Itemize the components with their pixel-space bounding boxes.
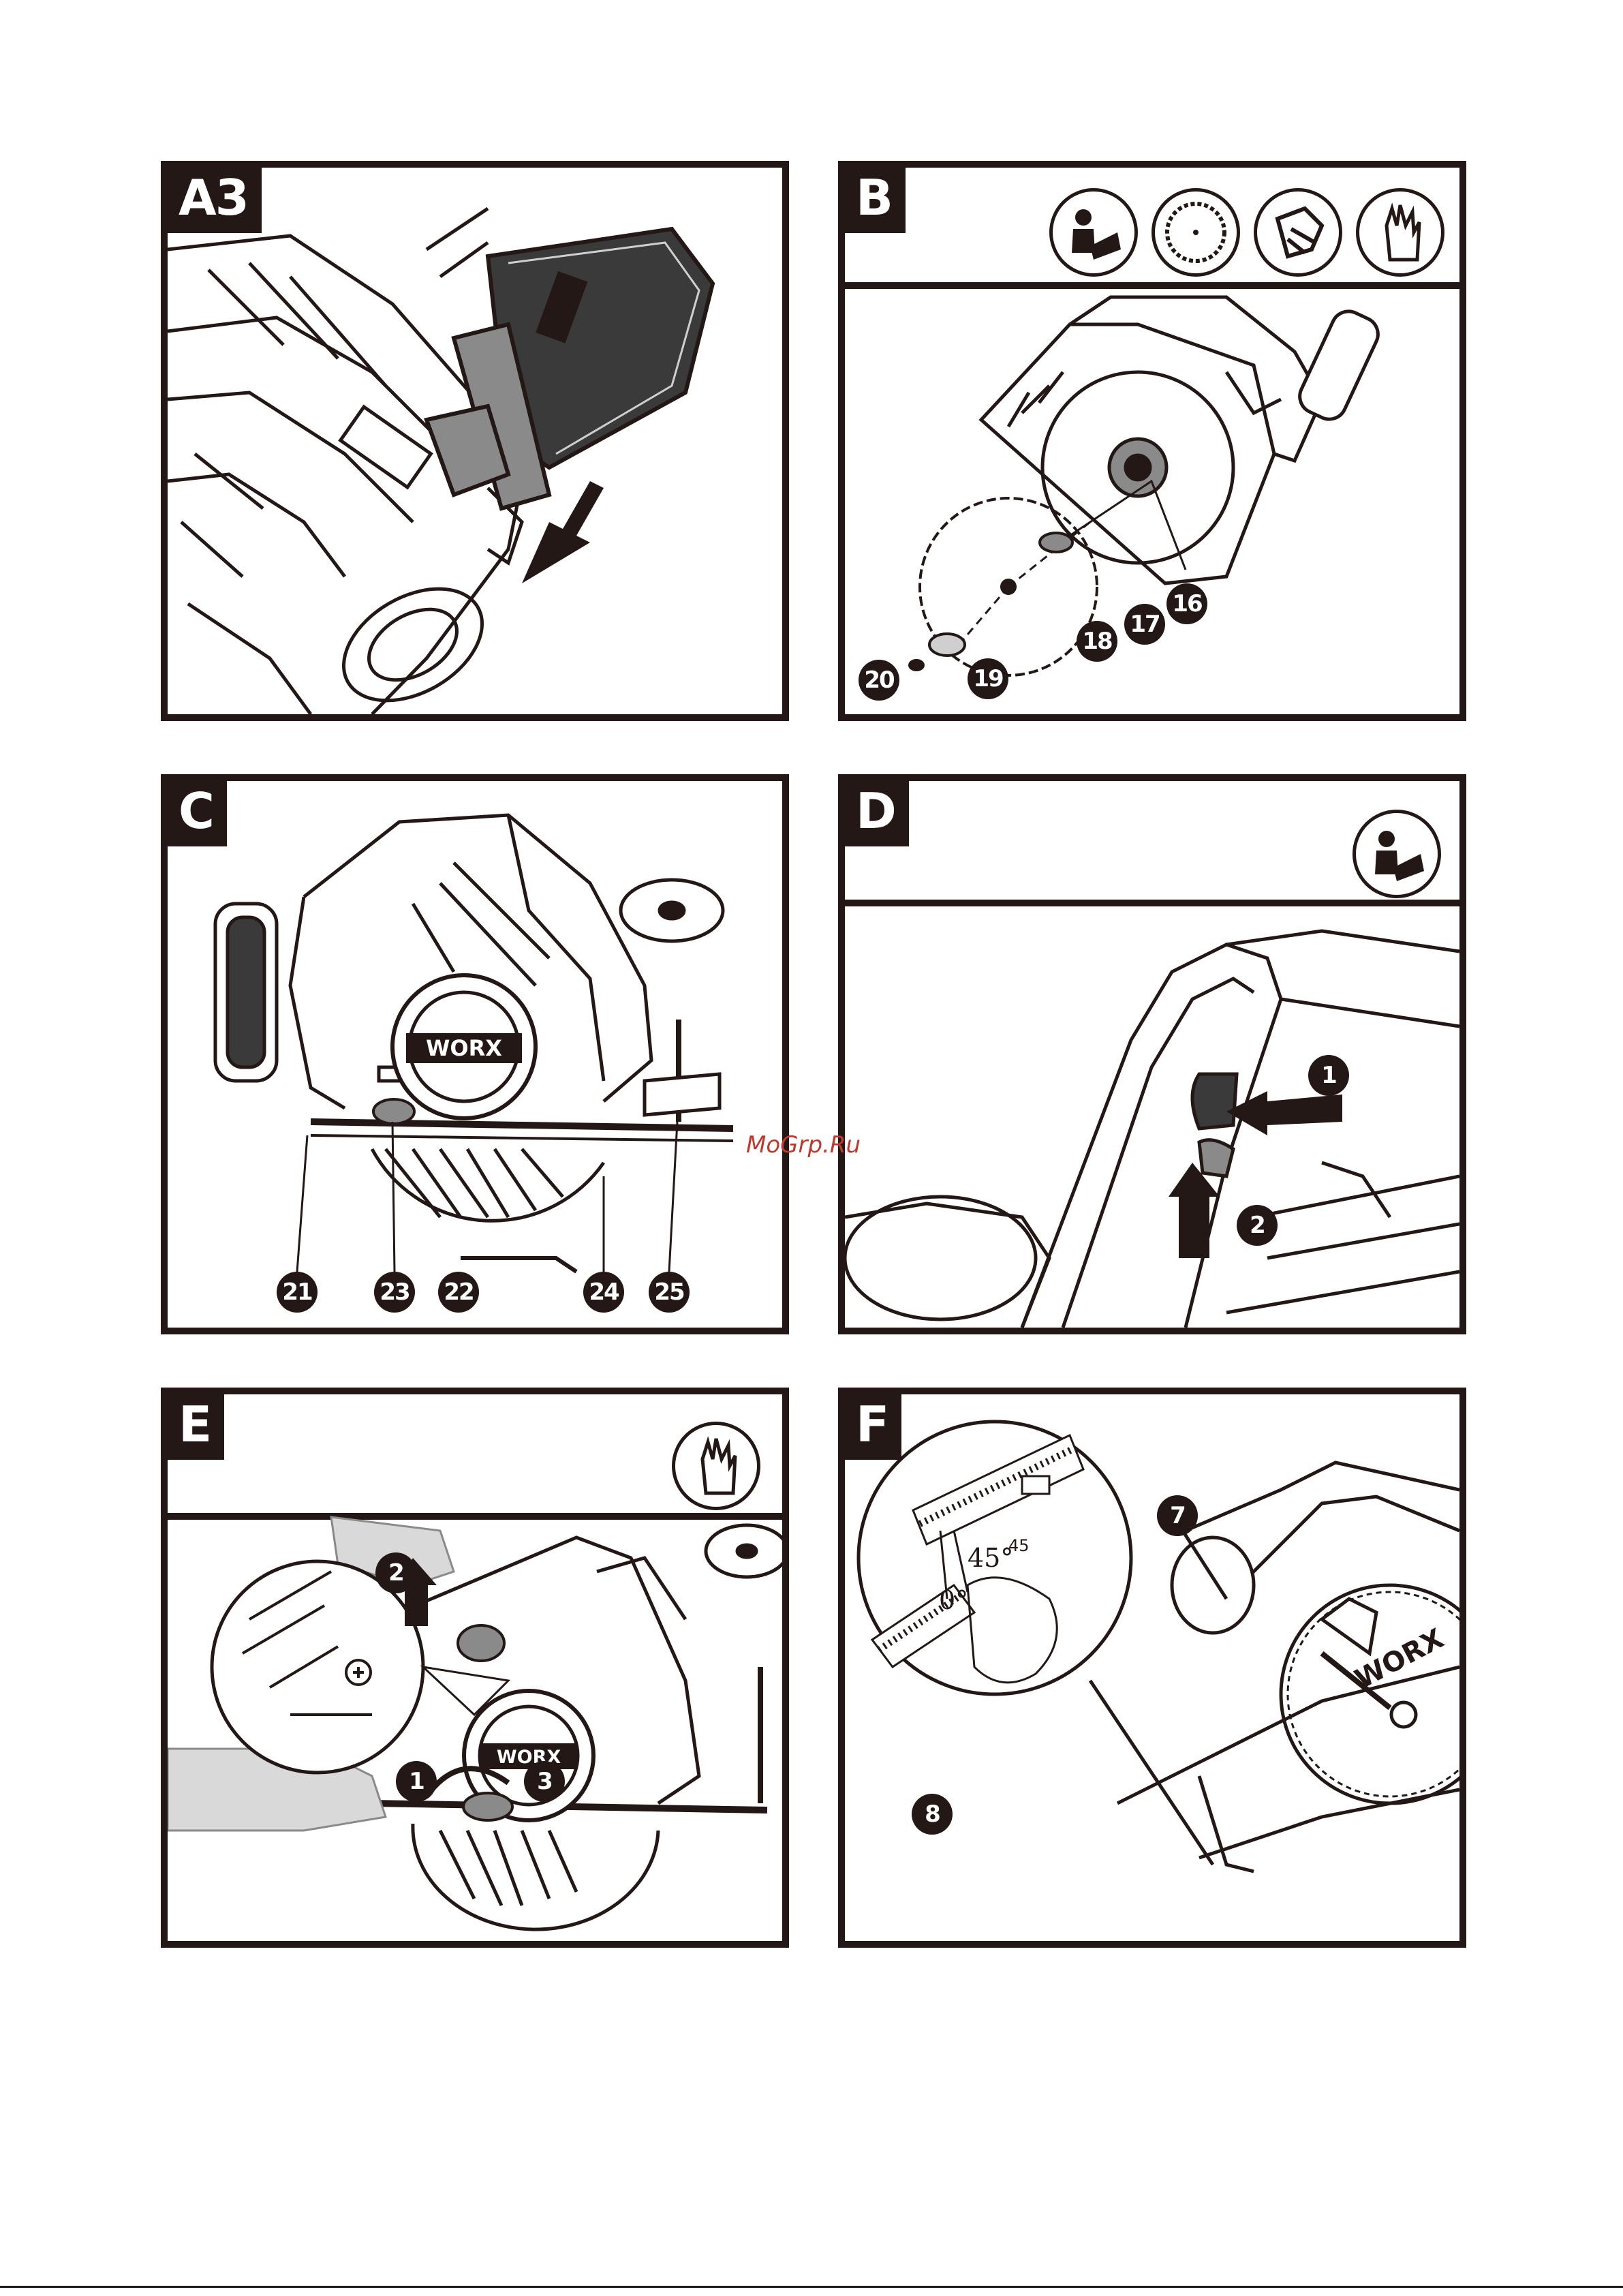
callout-7: 7: [1157, 1495, 1198, 1536]
step-3: 3: [524, 1761, 565, 1802]
callout-8: 8: [912, 1794, 953, 1835]
callout-17: 17: [1124, 604, 1165, 645]
step-1: 1: [396, 1761, 437, 1802]
panel-a3: A3: [161, 161, 789, 721]
callout-23: 23: [374, 1272, 415, 1313]
angle-45-label: 45°: [968, 1543, 1013, 1573]
step-2: 2: [1237, 1205, 1278, 1246]
step-1: 1: [1308, 1055, 1349, 1096]
step-2: 2: [375, 1552, 416, 1593]
panel-e: E WORX 1 2 3: [161, 1388, 789, 1948]
panel-label: A3: [168, 168, 262, 233]
saw-side-view: WORX: [168, 781, 782, 1328]
callout-16: 16: [1166, 583, 1207, 624]
callout-25: 25: [649, 1272, 690, 1313]
callout-18: 18: [1077, 621, 1117, 662]
bevel-adjust-illustration: WORX: [168, 1394, 782, 1941]
push-arrow: [1226, 1091, 1342, 1135]
watermark: MoGrp.Ru: [746, 1131, 861, 1159]
callout-19: 19: [968, 658, 1008, 699]
battery-pack: [427, 229, 713, 508]
panel-d: D 1 2: [838, 774, 1466, 1334]
callout-20: 20: [859, 660, 899, 701]
angle-0-label: 0°: [939, 1585, 968, 1615]
callout-24: 24: [583, 1272, 624, 1313]
outer-flange: [929, 634, 965, 656]
bevel-scale-illustration: WORX 45: [845, 1394, 1459, 1941]
blade-bolt: [908, 659, 925, 671]
lock-lever: [1192, 1074, 1237, 1129]
panel-b: B 16 17 18 19 20: [838, 161, 1466, 721]
lift-arrow: [1169, 1163, 1220, 1258]
callout-22: 22: [438, 1272, 479, 1313]
battery-insert-illustration: [168, 168, 782, 714]
handle-lock-illustration: [845, 781, 1459, 1328]
panel-c: C WORX 2: [161, 774, 789, 1334]
footer-rule: [0, 2286, 1623, 2288]
callout-21: 21: [277, 1272, 318, 1313]
inner-flange: [1040, 533, 1072, 552]
worx-logo: WORX: [426, 1035, 502, 1061]
panel-f: F WORX 45 45° 0° 7 8: [838, 1388, 1466, 1948]
